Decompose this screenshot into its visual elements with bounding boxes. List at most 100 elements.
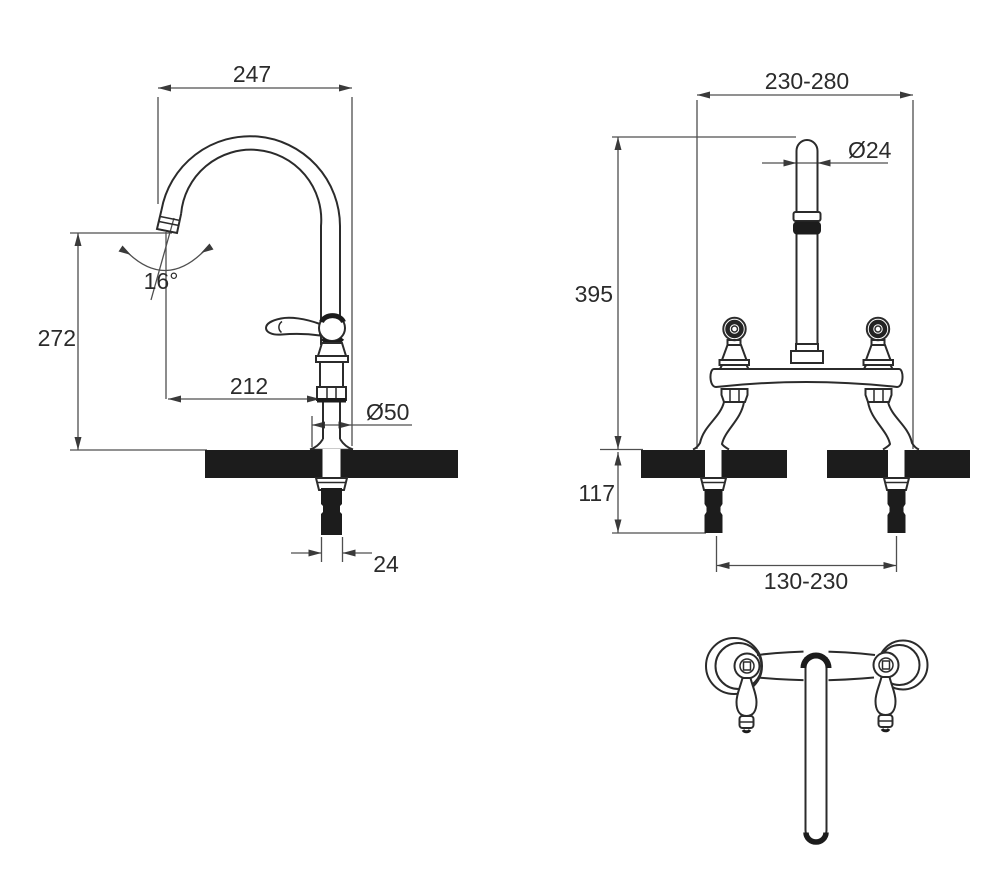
countertop-hole (888, 449, 905, 479)
threaded-shank (887, 489, 906, 533)
fixing-nut (882, 477, 911, 491)
handle-end-ring (868, 319, 888, 339)
dim-label-overall-width: 230-280 (765, 68, 849, 94)
spout-outer-curve (160, 135, 341, 345)
dim-label-spout-reach: 247 (233, 61, 271, 87)
arrowhead (118, 245, 131, 255)
dimension-overall-width: 230-280 (696, 68, 914, 449)
arrowhead (158, 84, 171, 92)
side-view: 247 272 16° 212 (38, 61, 458, 577)
left-lever-plan (735, 677, 758, 734)
left-bridge-nut (720, 388, 749, 403)
dimension-spout-diameter: Ø24 (762, 137, 892, 167)
dimension-height-to-outlet: 272 (38, 232, 207, 451)
arrowhead (201, 243, 214, 253)
riser-base-flange (795, 343, 819, 352)
outlet-tip-edge (156, 228, 178, 234)
top-view (705, 637, 929, 845)
arrowhead (338, 421, 352, 429)
arrowhead (900, 91, 913, 99)
arrowhead (716, 562, 730, 569)
riser-collar-ring (792, 211, 822, 222)
valve-cone (720, 344, 748, 361)
riser-collar-band (793, 221, 821, 235)
lever-tip (877, 714, 894, 728)
arrowhead (168, 395, 181, 403)
countertop-hole (322, 449, 341, 479)
handle-end-hub (874, 325, 882, 333)
dim-label-outlet-to-axis: 212 (230, 373, 268, 399)
threaded-shank (704, 489, 723, 533)
arrowhead (312, 421, 325, 429)
dimension-hole-centres: 130-230 (715, 536, 898, 594)
arrowhead (308, 549, 322, 557)
riser-pipe (795, 139, 819, 350)
lever-tip-nub (880, 727, 891, 733)
dim-label-base-diameter: Ø50 (366, 399, 409, 425)
bonnet (316, 342, 348, 357)
angle-arc (125, 248, 207, 272)
left-hub-outer (733, 652, 761, 680)
arrowhead (614, 436, 622, 449)
right-lever-plan (874, 676, 897, 733)
fixing-nut (699, 477, 728, 491)
right-hub-outer (872, 651, 900, 679)
left-hub-inner (739, 658, 755, 674)
arrowhead (614, 452, 622, 466)
arrowhead (614, 137, 622, 150)
left-hub-notch (742, 661, 752, 671)
arrowhead (697, 91, 710, 99)
handle-lever (264, 316, 321, 337)
dimension-base-diameter: Ø50 (311, 399, 412, 447)
hex-base-band (317, 398, 346, 403)
dim-label-angle: 16° (144, 268, 179, 294)
left-valve (718, 316, 751, 370)
dimension-spout-reach: 247 (157, 61, 353, 446)
dim-label-height: 272 (38, 325, 76, 351)
threaded-shank (321, 488, 342, 535)
dim-label-spout-diameter: Ø24 (848, 137, 892, 163)
lever-tip (738, 715, 755, 729)
right-valve (862, 316, 895, 370)
side-faucet-body (155, 135, 458, 535)
spout-end-cap (803, 832, 829, 845)
bridge-body (709, 368, 904, 389)
arrowhead (74, 233, 82, 246)
dimension-outlet-to-axis: 212 (168, 373, 320, 403)
front-view: 230-280 395 117 Ø24 (575, 68, 970, 594)
base-flare (309, 438, 354, 451)
right-hub-notch (881, 660, 891, 670)
spout-base-cap (800, 652, 832, 669)
nozzle-band (160, 215, 181, 222)
arrowhead (342, 549, 356, 557)
handle-tip-contour (278, 320, 283, 334)
spout-tube-mask (803, 650, 829, 832)
right-bridge-nut (864, 388, 893, 403)
dimension-overall-height: 395 117 (575, 136, 796, 534)
arrowhead (817, 159, 831, 167)
dimension-shank-width: 24 (291, 537, 399, 577)
handle-end-hub (730, 325, 739, 333)
dim-label-overall-height: 395 (575, 281, 613, 307)
arrowhead (883, 562, 897, 569)
countertop-hole (705, 449, 722, 479)
dim-label-hole-centres: 130-230 (764, 568, 848, 594)
left-leg (692, 401, 745, 451)
dim-label-shank-width: 24 (373, 551, 399, 577)
nozzle-band (158, 220, 180, 227)
dimension-outlet-angle: 16° (118, 217, 214, 399)
fixing-nut (314, 477, 349, 491)
arrowhead (307, 395, 320, 403)
front-faucet-body (641, 139, 970, 533)
ball-top-cap (319, 313, 346, 324)
right-hub-inner (878, 657, 894, 673)
arrowhead (614, 519, 622, 533)
handle-end-outer-circle (722, 316, 747, 342)
lever-tip-nub (741, 728, 752, 734)
handle-end-ring (725, 319, 744, 339)
arrowhead (74, 437, 82, 450)
right-leg (867, 401, 920, 451)
valve-cone (864, 344, 892, 361)
